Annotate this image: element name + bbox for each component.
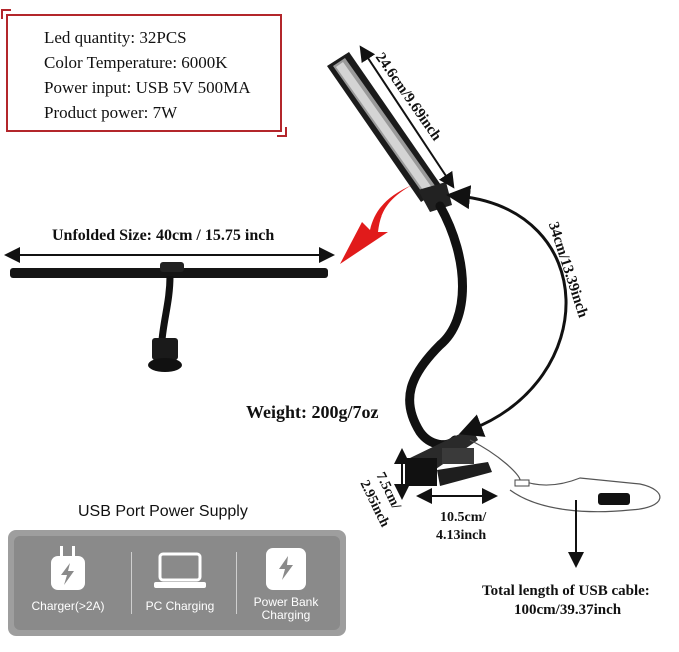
laptop-icon — [154, 552, 206, 588]
usb-cable — [469, 439, 661, 513]
cable-length-label-2: 100cm/39.37inch — [514, 602, 622, 618]
usb-label-charger: Charger(>2A) — [31, 599, 105, 613]
head-length-arrow — [359, 45, 455, 189]
usb-option-power-bank: Power Bank Charging — [232, 536, 340, 630]
usb-title: USB Port Power Supply — [78, 503, 248, 520]
usb-label-power-bank-2: Charging — [261, 608, 311, 622]
usb-panel: Charger(>2A) PC Charging Power Bank Char… — [8, 530, 346, 636]
clip-width-label-1: 10.5cm/ — [440, 510, 487, 525]
usb-option-pc: PC Charging — [126, 536, 234, 630]
usb-divider — [131, 552, 132, 614]
usb-divider — [236, 552, 237, 614]
neck-length-arrow — [446, 185, 568, 437]
spec-box: Led quantity: 32PCS Color Temperature: 6… — [1, 9, 287, 137]
spec-color-temperature: Color Temperature: 6000K — [44, 53, 228, 72]
charger-plug-icon — [51, 546, 85, 590]
usb-label-power-bank-1: Power Bank — [253, 595, 319, 609]
power-bank-icon — [266, 548, 306, 590]
usb-label-pc: PC Charging — [145, 599, 215, 613]
fold-arrow-icon — [340, 185, 412, 264]
unfolded-lamp — [10, 262, 328, 372]
spec-led-quantity: Led quantity: 32PCS — [44, 28, 187, 47]
usb-option-charger: Charger(>2A) — [14, 536, 122, 630]
clip-width-label-2: 4.13inch — [436, 528, 487, 543]
spec-power-input: Power input: USB 5V 500MA — [44, 78, 251, 97]
lamp-clip — [405, 428, 492, 486]
weight-label: Weight: 200g/7oz — [246, 402, 379, 422]
cable-switch — [598, 493, 630, 505]
gooseneck — [405, 201, 467, 450]
spec-product-power: Product power: 7W — [44, 103, 178, 122]
unfolded-size-label: Unfolded Size: 40cm / 15.75 inch — [52, 227, 275, 244]
cable-length-label-1: Total length of USB cable: — [482, 583, 650, 599]
